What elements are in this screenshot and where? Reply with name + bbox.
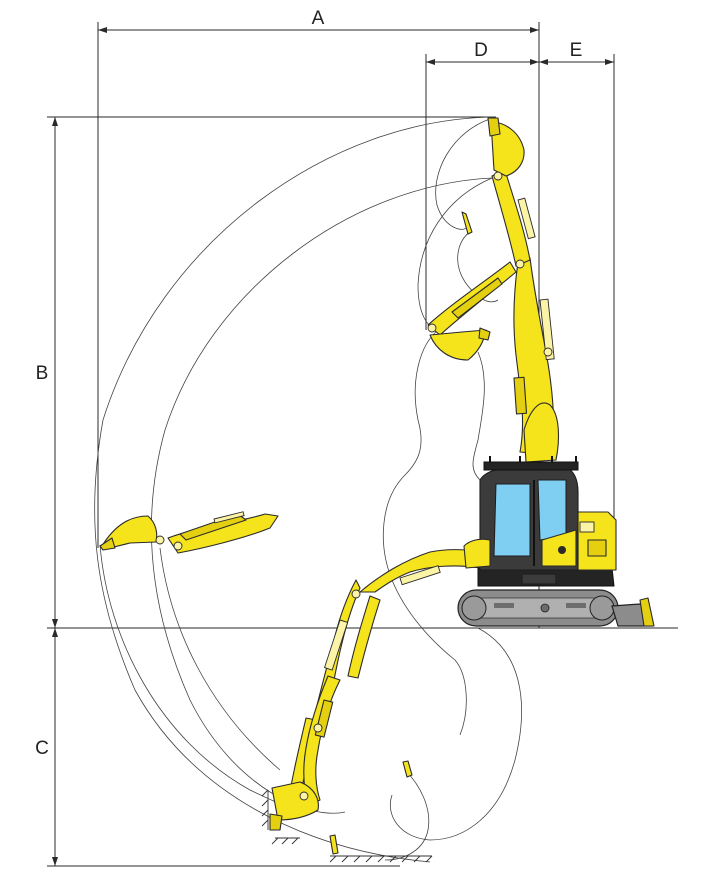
ground-hatch bbox=[261, 789, 433, 863]
cab-window-side bbox=[537, 479, 567, 541]
dimension-label-d: D bbox=[474, 40, 488, 61]
arm-raised-high bbox=[487, 117, 560, 463]
dimension-lines: A D E B bbox=[35, 8, 678, 867]
dimension-label-b: B bbox=[36, 363, 49, 384]
dimension-label-c: C bbox=[35, 738, 49, 759]
cab-window-front bbox=[493, 483, 531, 557]
working-range-envelope bbox=[94, 116, 522, 863]
arm-horizontal-reach bbox=[99, 511, 279, 554]
dimension-label-e: E bbox=[570, 40, 583, 61]
bucket-tip-markers bbox=[329, 211, 473, 855]
dimension-d: D bbox=[425, 40, 539, 330]
excavator-machine bbox=[457, 456, 655, 627]
dimension-e: E bbox=[539, 40, 615, 560]
undercarriage-track bbox=[457, 589, 655, 627]
arm-mid-position bbox=[427, 261, 517, 361]
arm-digging-low bbox=[269, 549, 483, 831]
dimension-label-a: A bbox=[312, 8, 325, 29]
dimension-c: C bbox=[35, 628, 400, 867]
dimension-b: B bbox=[36, 116, 496, 628]
dimension-a: A bbox=[97, 8, 540, 628]
